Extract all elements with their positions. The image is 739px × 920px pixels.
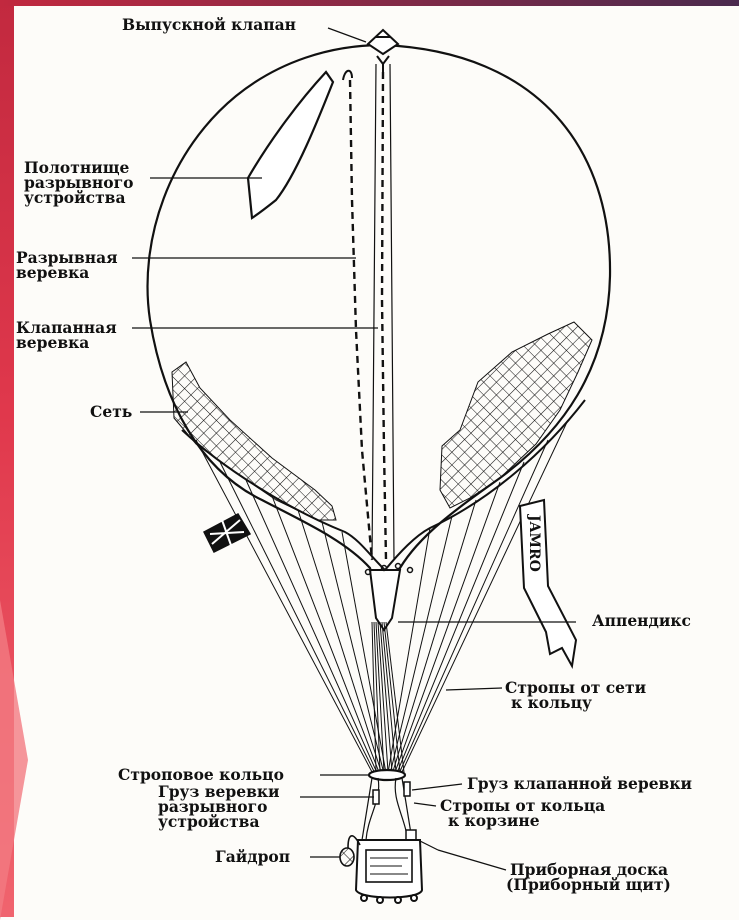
label-valve-rope-weight: Груз клапанной веревки: [467, 776, 692, 791]
net-line: [395, 482, 500, 772]
label-instrument-panel-line2: (Приборный щит): [506, 877, 671, 892]
label-net: Сеть: [90, 404, 132, 419]
net-line: [342, 532, 386, 772]
label-rip-weight-line3: устройства: [158, 814, 280, 829]
label-rip-rope: Разрывная веревка: [16, 250, 118, 280]
rip-panel-hook: [343, 71, 352, 80]
rip-panel: [248, 72, 333, 218]
net-line: [397, 462, 524, 772]
net-line: [393, 500, 476, 772]
flag: [204, 514, 250, 552]
guide-rope-coil: [340, 848, 354, 866]
label-valve-rope: Клапанная веревка: [16, 320, 117, 350]
label-load-ring: Строповое кольцо: [118, 767, 284, 782]
label-guide-rope: Гайдроп: [215, 849, 290, 864]
net-line: [298, 510, 381, 772]
outlet-valve: [368, 30, 398, 72]
label-instrument-panel: Приборная доска (Приборный щит): [510, 862, 671, 892]
rip-rope: [350, 80, 372, 560]
label-ring-to-basket-line2: к корзине: [440, 813, 605, 828]
valve-rope-weight: [404, 782, 410, 796]
streamer-text: JAMRO: [526, 513, 542, 572]
label-net-lines-line2: к кольцу: [505, 695, 646, 710]
appendix: [370, 570, 400, 630]
label-ring-to-basket: Стропы от кольца к корзине: [440, 798, 605, 828]
instrument-box: [406, 830, 416, 840]
streamer: JAMRO: [520, 500, 576, 666]
label-rip-weight: Груз веревки разрывного устройства: [158, 784, 280, 829]
label-rip-panel: Полотнище разрывного устройства: [24, 160, 133, 205]
label-valve-rope-line2: веревка: [16, 335, 117, 350]
valve-rope: [382, 72, 386, 560]
label-rip-rope-line2: веревка: [16, 265, 118, 280]
net-line: [388, 528, 430, 772]
basket: [356, 840, 422, 903]
label-outlet-valve: Выпускной клапан: [122, 17, 296, 32]
label-net-lines: Стропы от сети к кольцу: [505, 680, 646, 710]
net-right: [440, 322, 592, 508]
net-line: [246, 480, 377, 772]
label-appendix: Аппендикс: [592, 613, 691, 628]
load-ring: [369, 770, 405, 780]
label-rip-panel-line3: устройства: [24, 190, 133, 205]
